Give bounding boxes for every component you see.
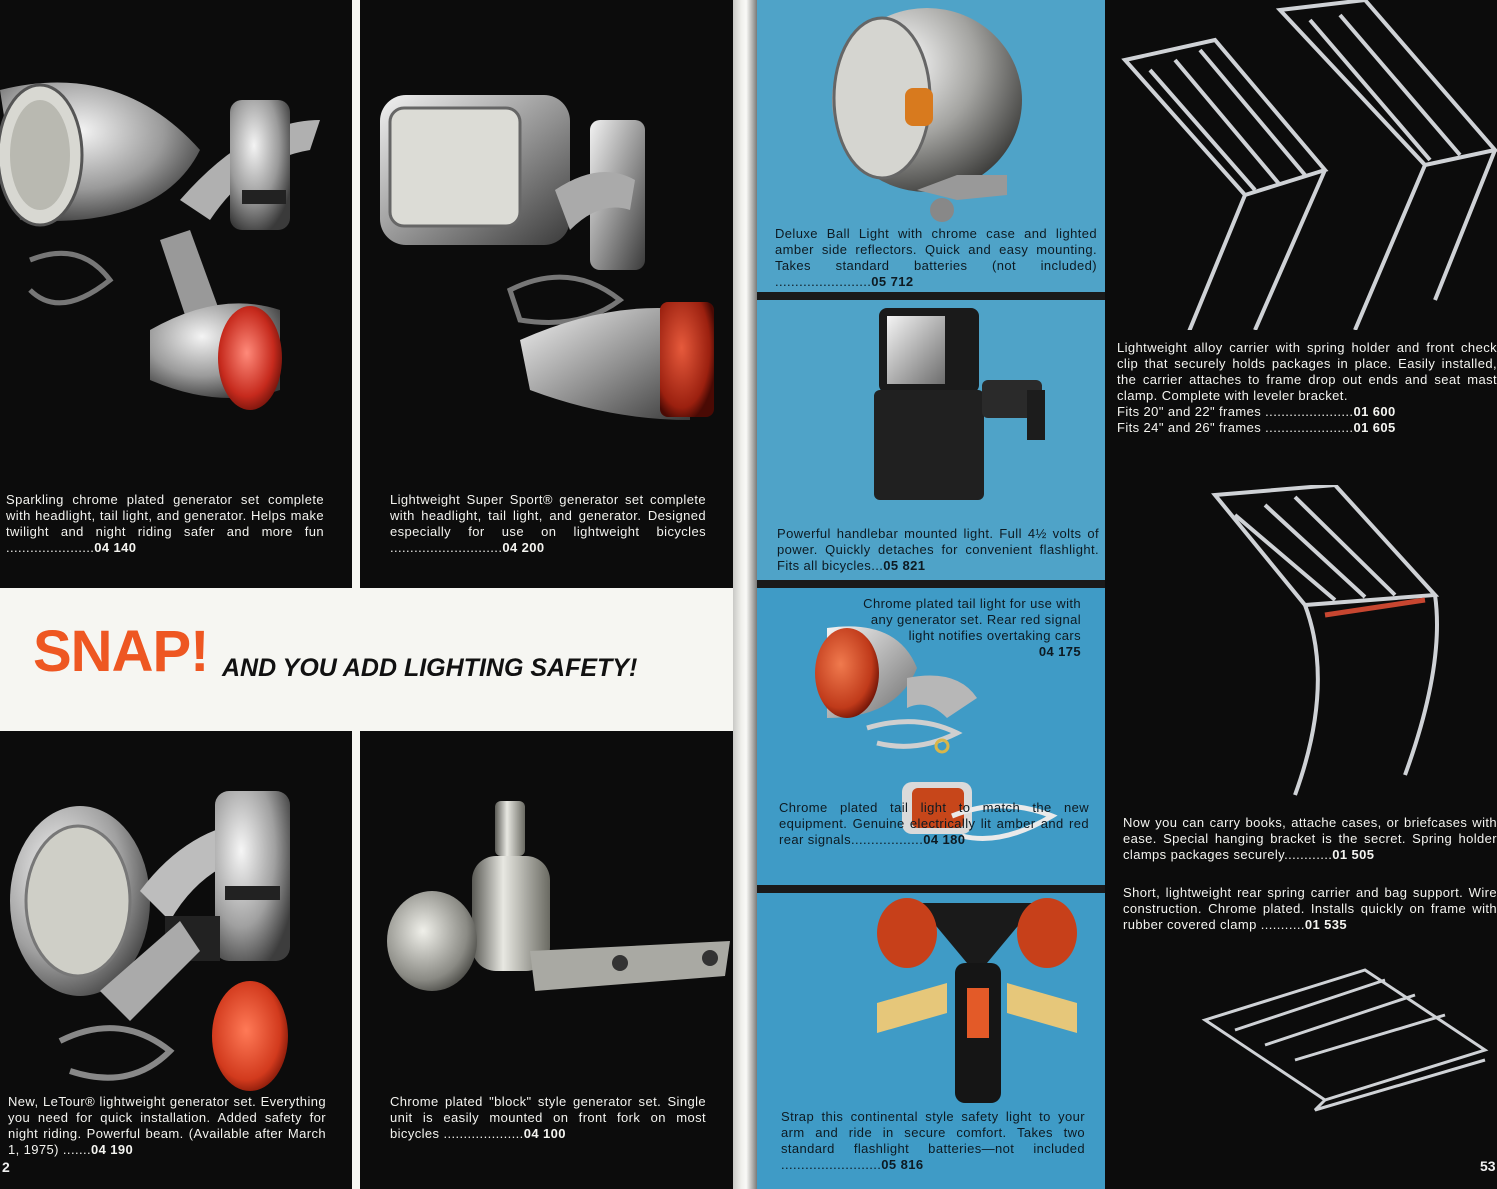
ball-light-image bbox=[832, 8, 1022, 222]
panel-carriers: Lightweight alloy carrier with spring ho… bbox=[1105, 0, 1497, 1189]
product-code: 05 821 bbox=[883, 558, 926, 573]
caption-short-carrier: Short, lightweight rear spring carrier a… bbox=[1123, 885, 1497, 933]
generator-set-image bbox=[0, 82, 320, 410]
caption-alloy-carrier: Lightweight alloy carrier with spring ho… bbox=[1117, 340, 1497, 436]
caption-strap-light-816: Strap this continental style safety ligh… bbox=[781, 1109, 1085, 1173]
page-number-right: 53 bbox=[1480, 1158, 1496, 1174]
product-code: 04 180 bbox=[923, 832, 966, 847]
tail-light-175-image bbox=[815, 626, 977, 754]
product-code: 01 505 bbox=[1332, 847, 1375, 862]
banner-tagline: AND YOU ADD LIGHTING SAFETY! bbox=[222, 654, 638, 682]
banner-headline: SNAP! bbox=[33, 619, 209, 684]
vertical-divider bbox=[352, 731, 360, 1189]
product-code: 04 190 bbox=[91, 1142, 134, 1157]
product-code: 01 535 bbox=[1304, 917, 1348, 932]
caption-text: New, LeTour® lightweight generator set. … bbox=[8, 1094, 326, 1157]
panel-handlebar-821: Powerful handlebar mounted light. Full 4… bbox=[757, 300, 1105, 580]
hanging-carrier-image bbox=[1211, 485, 1440, 796]
caption-text: Deluxe Ball Light with chrome case and l… bbox=[775, 226, 1097, 289]
panel-block-style-100: Chrome plated "block" style generator se… bbox=[360, 731, 735, 1189]
caption-text: Short, lightweight rear spring carrier a… bbox=[1123, 885, 1497, 932]
caption-generator-set-140: Sparkling chrome plated generator set co… bbox=[6, 492, 324, 556]
super-sport-image bbox=[380, 95, 714, 420]
caption-super-sport-200: Lightweight Super Sport® generator set c… bbox=[390, 492, 706, 556]
caption-text: Lightweight alloy carrier with spring ho… bbox=[1117, 340, 1497, 403]
product-code: 01 600 bbox=[1353, 404, 1396, 419]
product-code: 04 140 bbox=[94, 540, 137, 555]
product-code: 01 605 bbox=[1353, 420, 1396, 435]
caption-hanging-carrier: Now you can carry books, attache cases, … bbox=[1123, 815, 1497, 863]
product-code: 04 175 bbox=[1038, 644, 1081, 659]
book-gutter bbox=[733, 0, 757, 1189]
banner bbox=[0, 588, 745, 731]
panel-ball-light-712: Deluxe Ball Light with chrome case and l… bbox=[757, 0, 1105, 292]
page-number-left: 2 bbox=[2, 1159, 10, 1175]
caption-handlebar-821: Powerful handlebar mounted light. Full 4… bbox=[777, 526, 1099, 574]
product-code: 05 816 bbox=[881, 1157, 924, 1172]
caption-text: Strap this continental style safety ligh… bbox=[781, 1109, 1085, 1172]
caption-text: Chrome plated tail light to match the ne… bbox=[779, 800, 1089, 847]
caption-tail-light-175: Chrome plated tail light for use with an… bbox=[843, 596, 1081, 660]
product-code: 04 100 bbox=[523, 1126, 566, 1141]
handlebar-light-image bbox=[874, 308, 1045, 500]
caption-block-style-100: Chrome plated "block" style generator se… bbox=[390, 1094, 706, 1142]
panel-tail-lights: Chrome plated tail light for use with an… bbox=[757, 588, 1105, 885]
caption-text: Powerful handlebar mounted light. Full 4… bbox=[777, 526, 1099, 573]
vertical-divider bbox=[352, 0, 360, 588]
alloy-carrier-image bbox=[1121, 0, 1497, 330]
fits-label: Fits 20" and 22" frames ................… bbox=[1117, 404, 1354, 419]
product-code: 04 200 bbox=[502, 540, 545, 555]
caption-text: Chrome plated tail light for use with an… bbox=[863, 596, 1081, 643]
caption-ball-light-712: Deluxe Ball Light with chrome case and l… bbox=[775, 226, 1097, 290]
fits-label: Fits 24" and 26" frames ................… bbox=[1117, 420, 1354, 435]
short-carrier-image bbox=[1201, 968, 1489, 1112]
caption-text: Lightweight Super Sport® generator set c… bbox=[390, 492, 706, 555]
letour-image bbox=[10, 791, 290, 1091]
caption-letour-190: New, LeTour® lightweight generator set. … bbox=[8, 1094, 326, 1158]
panel-super-sport-200: Lightweight Super Sport® generator set c… bbox=[360, 0, 735, 588]
panel-letour-190: New, LeTour® lightweight generator set. … bbox=[0, 731, 352, 1189]
tail-light-180-image bbox=[902, 782, 1058, 841]
caption-text: Sparkling chrome plated generator set co… bbox=[6, 492, 324, 555]
caption-tail-light-180: Chrome plated tail light to match the ne… bbox=[779, 800, 1089, 848]
panel-generator-set-140: Sparkling chrome plated generator set co… bbox=[0, 0, 352, 588]
panel-strap-light-816: Strap this continental style safety ligh… bbox=[757, 893, 1105, 1189]
product-code: 05 712 bbox=[871, 274, 914, 289]
strap-light-image bbox=[877, 898, 1077, 1103]
block-style-image bbox=[387, 801, 730, 991]
caption-text: Chrome plated "block" style generator se… bbox=[390, 1094, 706, 1141]
caption-text: Now you can carry books, attache cases, … bbox=[1123, 815, 1497, 862]
